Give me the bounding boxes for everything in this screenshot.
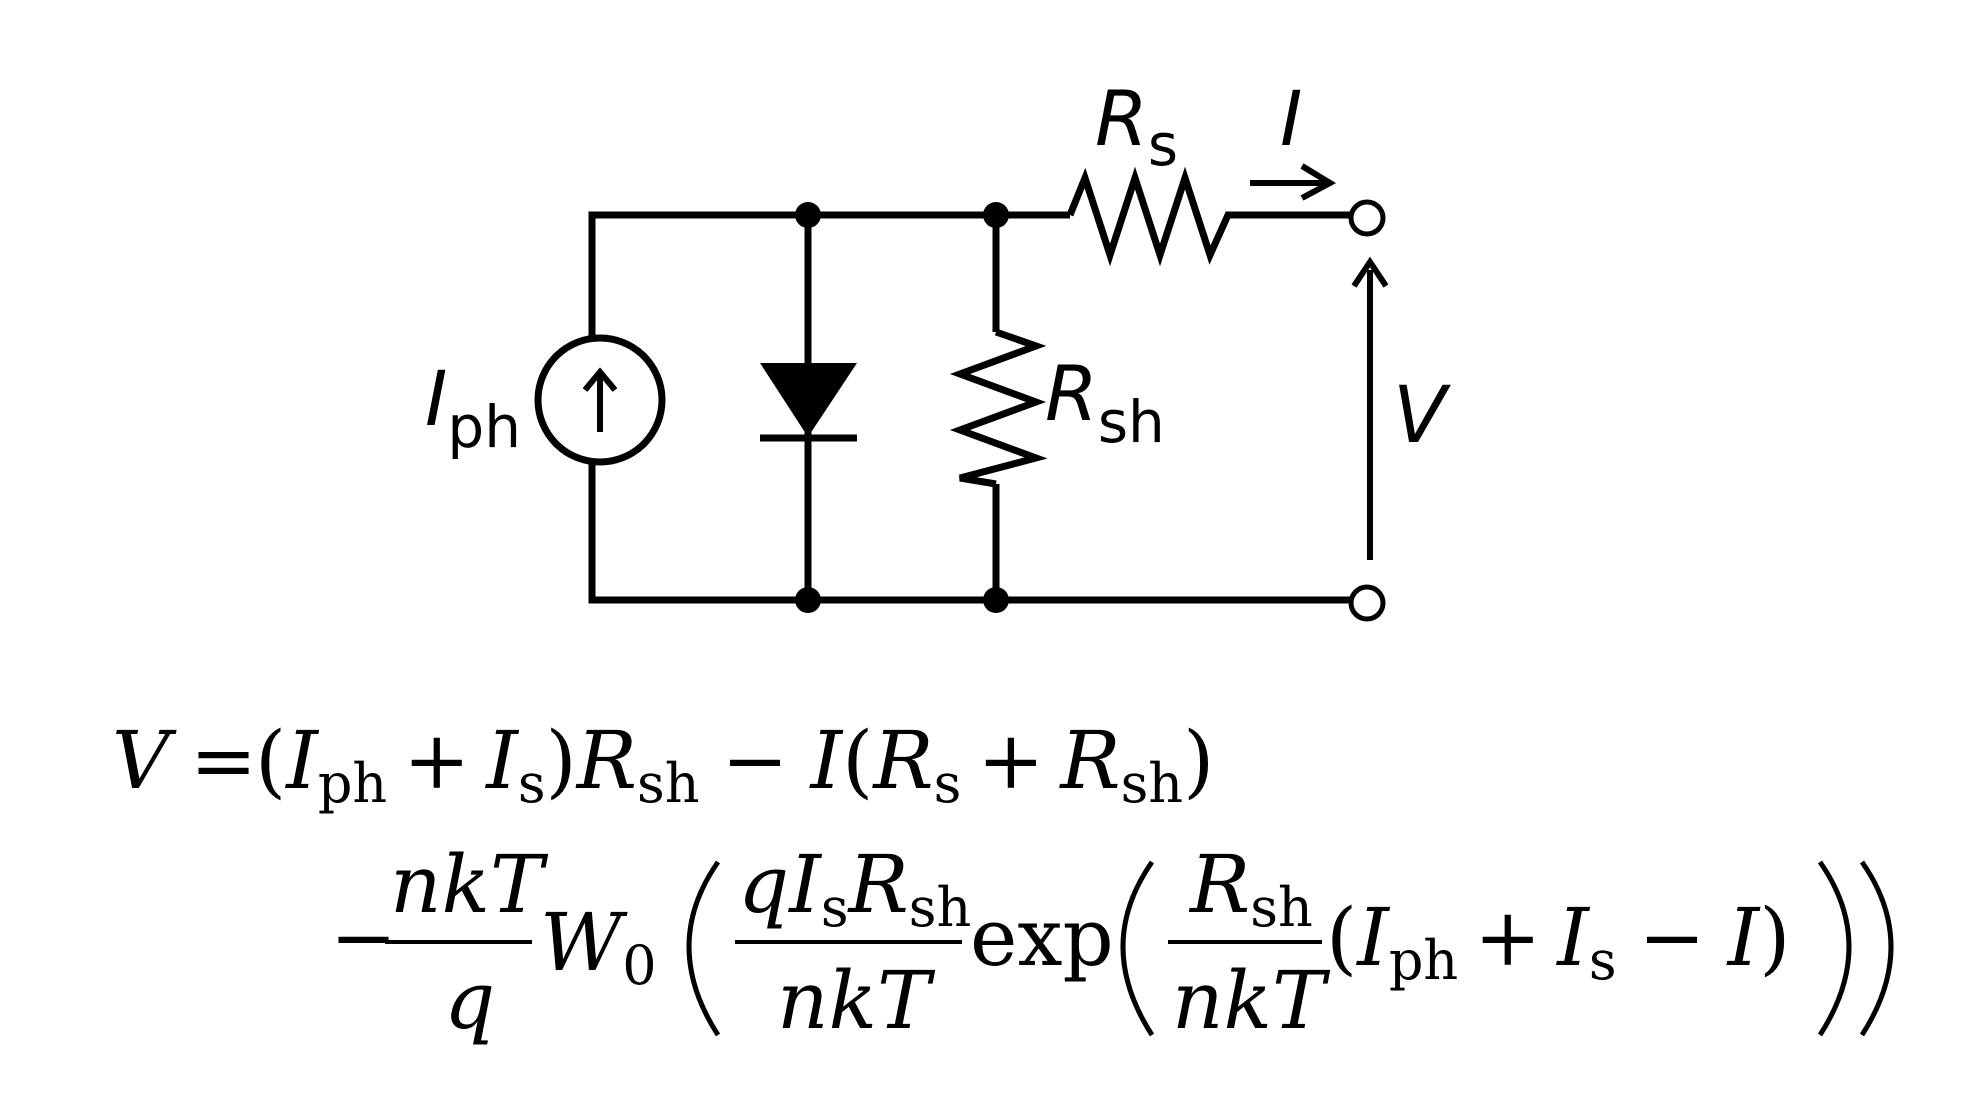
junction-dot xyxy=(795,202,821,228)
current-arrowhead xyxy=(1300,163,1337,201)
eq-line1-body: (Iph+Is)Rsh−I(Rs+Rsh) xyxy=(255,714,1214,815)
frac3-denominator: nkT xyxy=(1172,954,1331,1047)
equation-line-2: − nkT q W0 qIsRsh nkT exp Rsh nkT (Iph+I… xyxy=(330,838,1894,1047)
junction-dot xyxy=(983,587,1009,613)
bottom-wire xyxy=(588,425,1353,604)
voltage-arrowhead xyxy=(1351,256,1389,288)
junction-dot xyxy=(795,587,821,613)
exp-function: exp xyxy=(970,891,1114,984)
junction-dot xyxy=(983,202,1009,228)
diode-symbol xyxy=(760,363,857,437)
big-paren-close-2 xyxy=(1817,860,1852,1037)
frac2-denominator: nkT xyxy=(777,954,936,1047)
inner-group: (Iph+Is−I) xyxy=(1326,891,1790,992)
frac1-denominator: q xyxy=(444,954,495,1047)
big-paren-close-1 xyxy=(1859,860,1894,1037)
equation-line-1: V = (Iph+Is)Rsh−I(Rs+Rsh) xyxy=(112,714,1214,815)
big-paren-open-1 xyxy=(686,860,721,1037)
current-source-arrowhead xyxy=(582,367,618,392)
eq-equals: = xyxy=(190,714,257,807)
big-paren-open-2 xyxy=(1120,860,1155,1037)
eq-line2-minus: − xyxy=(330,891,397,984)
frac1-numerator: nkT xyxy=(390,838,549,931)
series-resistor-symbol xyxy=(1066,166,1355,267)
frac3-numerator: Rsh xyxy=(1188,838,1313,939)
series-resistor-label: Rs xyxy=(1095,74,1178,179)
shunt-resistor-symbol xyxy=(949,328,1048,488)
frac2-numerator: qIsRsh xyxy=(738,838,971,939)
eq-lhs: V xyxy=(112,714,177,807)
shunt-resistor-label: Rsh xyxy=(1045,349,1165,456)
lambert-w: W0 xyxy=(540,896,657,997)
terminal-bottom xyxy=(1348,584,1386,622)
current-source-label: Iph xyxy=(425,354,521,461)
terminal-top xyxy=(1348,199,1386,237)
output-voltage-label: V xyxy=(1393,371,1451,461)
output-current-label: I xyxy=(1280,74,1302,163)
